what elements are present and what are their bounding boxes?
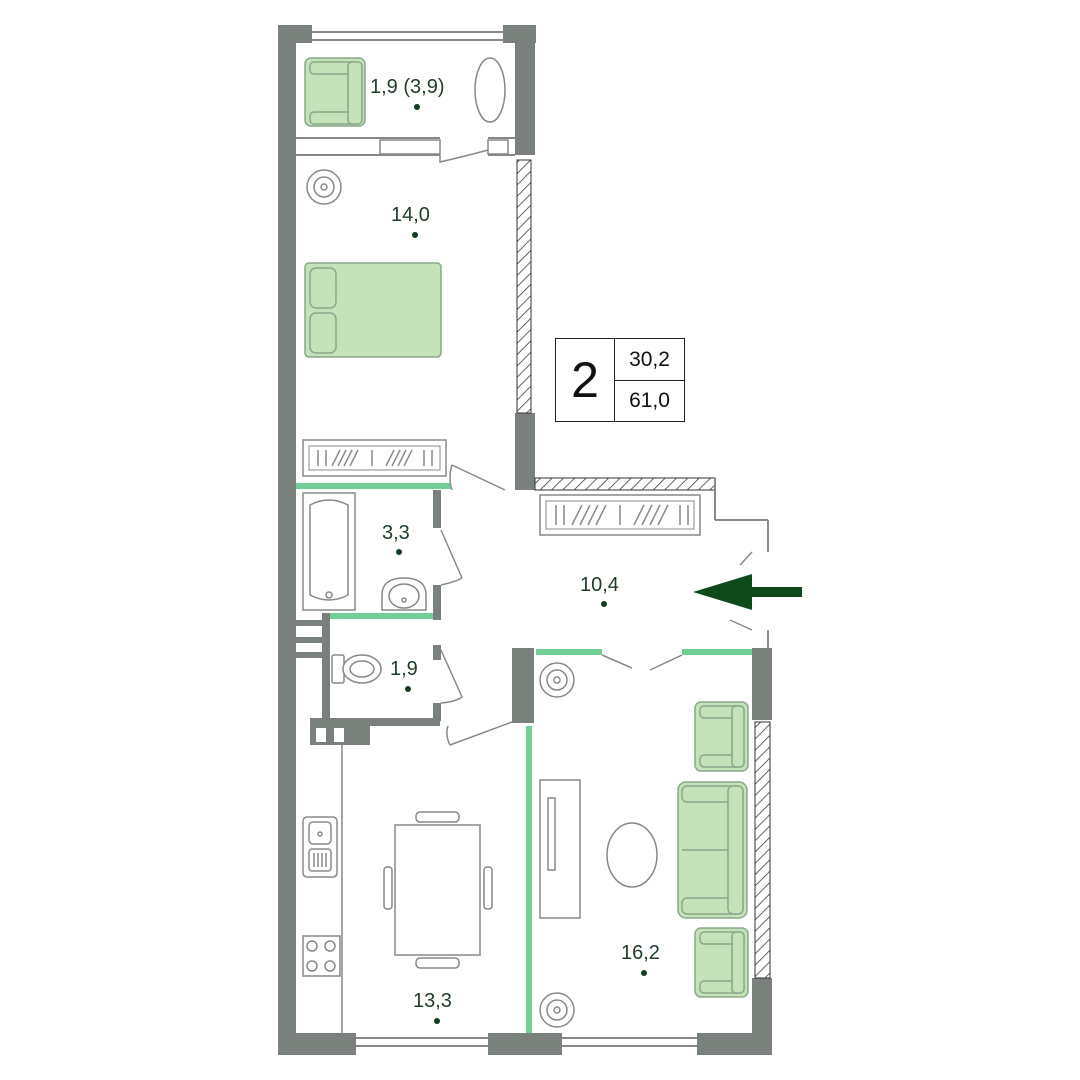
- kitchen-marker: [434, 1018, 440, 1024]
- dining-table-icon: [383, 811, 493, 969]
- sink-icon: [381, 577, 427, 611]
- toilet-icon: [331, 654, 382, 684]
- doors: [439, 149, 753, 746]
- entrance-arrow-icon: [693, 574, 802, 610]
- bedroom-window-sill: [379, 139, 441, 155]
- hallway-area-label: 10,4: [580, 574, 619, 596]
- outer-walls: [278, 25, 772, 1055]
- ventilation-shaft-2: [334, 728, 344, 742]
- hall-wardrobe-icon: [539, 494, 701, 536]
- partitions: [296, 483, 752, 1033]
- toilet-area-label: 1,9: [390, 658, 418, 680]
- thin-walls: [296, 31, 769, 1047]
- ceiling-light-icon: [306, 169, 342, 205]
- bed-icon: [304, 262, 442, 358]
- bedroom-marker: [412, 232, 418, 238]
- total-area: 61,0: [629, 389, 670, 412]
- hallway-marker: [601, 601, 607, 607]
- armchair-icon-top: [694, 701, 749, 772]
- coffee-table-icon: [606, 822, 658, 888]
- balcony-marker: [414, 104, 420, 110]
- living-room-marker: [641, 970, 647, 976]
- toilet-marker: [405, 686, 411, 692]
- balcony-table-icon: [474, 57, 506, 123]
- balcony-door-frame: [487, 139, 509, 155]
- sofa-icon: [677, 781, 748, 919]
- living-room-area-label: 16,2: [621, 942, 660, 964]
- apartment-summary-badge: 2 30,2 61,0: [555, 338, 685, 422]
- bedroom-area-label: 14,0: [391, 204, 430, 226]
- bathroom-area-label: 3,3: [382, 522, 410, 544]
- living-light-icon-1: [539, 662, 575, 698]
- ventilation-shaft: [316, 728, 326, 742]
- stove-icon: [302, 935, 341, 977]
- armchair-icon-bottom: [694, 927, 749, 998]
- kitchen-area-label: 13,3: [413, 990, 452, 1012]
- bathroom-marker: [396, 549, 402, 555]
- living-area: 30,2: [615, 339, 684, 381]
- wardrobe-icon: [302, 439, 447, 477]
- kitchen-sink-icon: [302, 816, 338, 878]
- rooms-count: 2: [556, 339, 615, 421]
- hatched-wall-living: [754, 721, 771, 979]
- living-light-icon-2: [539, 992, 575, 1028]
- armchair-icon: [304, 57, 366, 127]
- tv-stand-icon: [539, 779, 581, 919]
- balcony-area-label: 1,9 (3,9): [370, 76, 445, 98]
- hatched-wall-hall: [534, 477, 716, 491]
- hatched-wall-bedroom: [516, 159, 532, 414]
- bathtub-icon: [302, 492, 356, 611]
